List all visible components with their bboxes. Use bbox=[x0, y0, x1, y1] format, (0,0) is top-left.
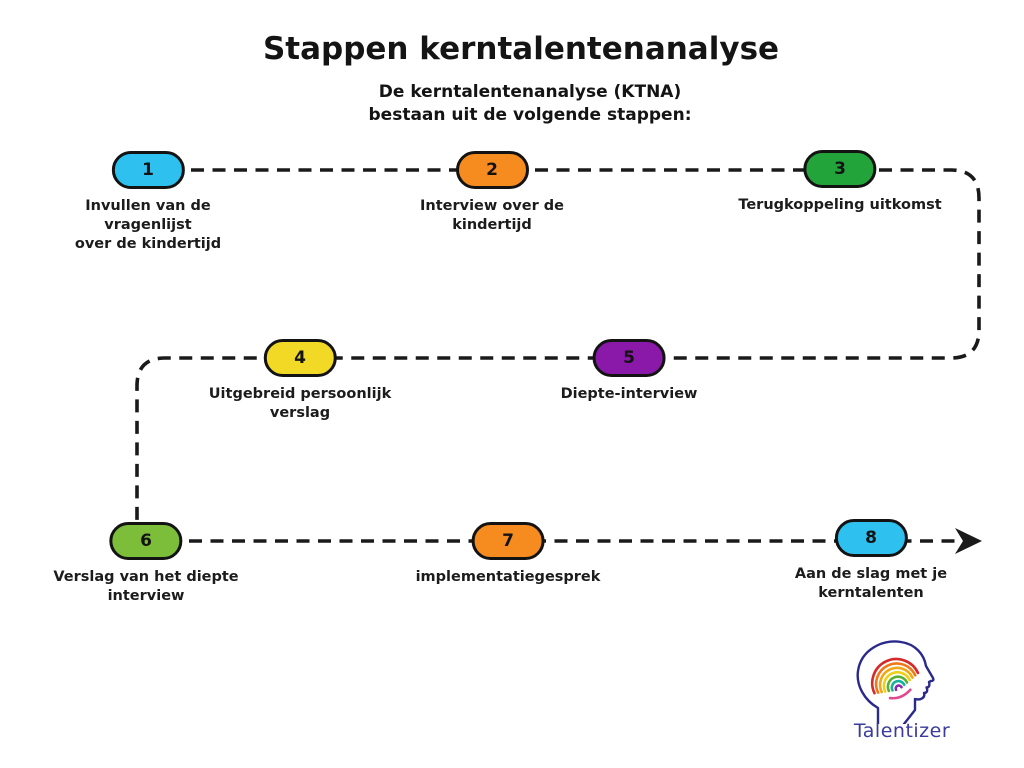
fingerprint-arc bbox=[888, 688, 912, 700]
fingerprint-arc bbox=[874, 662, 917, 694]
fingerprint-arc bbox=[886, 675, 909, 693]
fingerprint-arc bbox=[890, 679, 906, 692]
step-7-label: implementatiegesprek bbox=[415, 569, 601, 585]
page-subtitle: De kerntalentenanalyse (KTNA) bestaan ui… bbox=[368, 82, 692, 125]
step-8: 8 Aan de slag met je kerntalenten bbox=[795, 519, 947, 603]
step-6-badge: 6 bbox=[109, 522, 183, 560]
step-3: 3 Terugkoppeling uitkomst bbox=[738, 150, 942, 215]
head-fingerprint-logo bbox=[856, 640, 935, 724]
page-title: Stappen kerntalentenanalyse bbox=[262, 31, 780, 67]
step-4: 4 Uitgebreid persoonlijk verslag bbox=[209, 339, 391, 423]
step-7: 7 implementatiegesprek bbox=[415, 522, 601, 587]
step-4-number: 4 bbox=[294, 348, 306, 368]
step-2-number: 2 bbox=[486, 160, 498, 180]
fingerprint-arc bbox=[878, 666, 914, 694]
step-5-number: 5 bbox=[623, 348, 635, 368]
step-4-badge: 4 bbox=[263, 339, 337, 377]
step-2-label: Interview over de kindertijd bbox=[420, 198, 564, 234]
step-4-label: Uitgebreid persoonlijk verslag bbox=[208, 386, 392, 422]
fingerprint-arc bbox=[882, 670, 912, 693]
step-6-label: Verslag van het diepte interview bbox=[53, 569, 239, 605]
step-5-label: Diepte-interview bbox=[560, 386, 698, 402]
talentizer-logo: Talentizer bbox=[852, 638, 952, 742]
step-5: 5 Diepte-interview bbox=[560, 339, 698, 404]
step-3-label: Terugkoppeling uitkomst bbox=[738, 197, 942, 213]
arrowhead-icon bbox=[955, 528, 982, 554]
fingerprint-arc bbox=[870, 657, 920, 695]
fingerprint-arc bbox=[894, 684, 903, 692]
step-1-badge: 1 bbox=[111, 151, 185, 189]
step-6-number: 6 bbox=[140, 531, 152, 551]
step-7-number: 7 bbox=[502, 531, 514, 551]
step-8-badge: 8 bbox=[834, 519, 908, 557]
step-8-number: 8 bbox=[865, 528, 877, 548]
step-3-number: 3 bbox=[834, 159, 846, 179]
step-7-badge: 7 bbox=[471, 522, 545, 560]
step-1-label: Invullen van de vragenlijst over de kind… bbox=[74, 198, 222, 253]
step-3-badge: 3 bbox=[803, 150, 877, 188]
step-2-badge: 2 bbox=[455, 151, 529, 189]
step-2: 2 Interview over de kindertijd bbox=[420, 151, 564, 235]
step-6: 6 Verslag van het diepte interview bbox=[53, 522, 239, 606]
step-1-number: 1 bbox=[142, 160, 154, 180]
step-8-label: Aan de slag met je kerntalenten bbox=[794, 566, 948, 602]
head-profile-outline bbox=[856, 640, 935, 724]
logo-text: Talentizer bbox=[853, 720, 951, 742]
step-1: 1 Invullen van de vragenlijst over de ki… bbox=[75, 151, 221, 254]
step-5-badge: 5 bbox=[592, 339, 666, 377]
